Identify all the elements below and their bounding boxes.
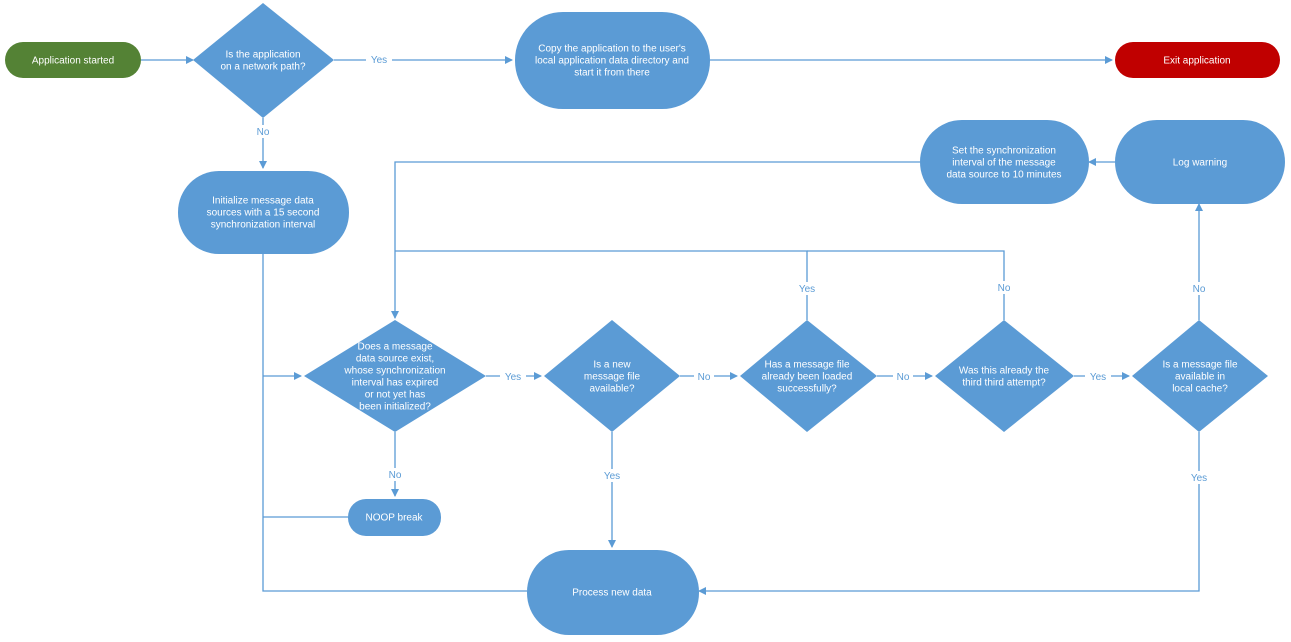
node-text-line: start it from there xyxy=(574,68,650,79)
svg-text:Copy the application to the us: Copy the application to the user'slocal … xyxy=(535,44,689,79)
label-cache-yes: Yes xyxy=(1191,473,1207,484)
node-text-line: Is the application xyxy=(225,50,300,61)
node-text-line: Is a message file xyxy=(1162,360,1237,371)
svg-text:NOOP break: NOOP break xyxy=(365,513,423,524)
label-newfile-no: No xyxy=(698,372,711,383)
node-log-warning: Log warning xyxy=(1115,120,1285,204)
node-text-line: successfully? xyxy=(777,384,837,395)
node-text-line: available? xyxy=(589,384,634,395)
edge-init-to-process xyxy=(262,254,527,592)
node-text-line: or not yet has xyxy=(365,390,426,401)
label-network-no: No xyxy=(257,127,270,138)
node-text-line: local cache? xyxy=(1172,384,1228,395)
label-loaded-yes: Yes xyxy=(799,284,815,295)
label-source-yes: Yes xyxy=(505,372,521,383)
svg-text:Log warning: Log warning xyxy=(1173,158,1227,169)
node-text-line: Process new data xyxy=(572,588,652,599)
node-application-started: Application started xyxy=(5,42,141,78)
edge-labels: Yes No Yes No Yes No No Yes Yes No No Ye… xyxy=(253,53,1212,484)
node-text-line: Set the synchronization xyxy=(952,146,1056,157)
node-text-line: Initialize message data xyxy=(212,196,314,207)
node-text-line: Application started xyxy=(32,56,114,67)
node-process-new-data: Process new data xyxy=(527,550,699,635)
label-third-no: No xyxy=(998,283,1011,294)
node-text-line: data source to 10 minutes xyxy=(946,170,1061,181)
edge-third-no-loop xyxy=(807,250,1005,320)
label-source-no: No xyxy=(389,470,402,481)
node-text-line: whose synchronization xyxy=(343,366,445,377)
node-text-line: interval of the message xyxy=(952,158,1056,169)
node-exit-application: Exit application xyxy=(1115,42,1280,78)
node-text-line: synchronization interval xyxy=(211,220,316,231)
node-text-line: on a network path? xyxy=(220,62,305,73)
node-text-line: Log warning xyxy=(1173,158,1227,169)
edge-interval-to-source xyxy=(391,161,920,319)
node-text-line: Does a message xyxy=(357,342,432,353)
label-cache-no: No xyxy=(1193,284,1206,295)
node-text-line: Copy the application to the user's xyxy=(538,44,686,55)
node-text-line: interval has expired xyxy=(352,378,439,389)
node-text-line: Was this already the xyxy=(959,366,1050,377)
svg-text:Exit application: Exit application xyxy=(1163,56,1230,67)
label-loaded-no: No xyxy=(897,372,910,383)
node-text-line: third third attempt? xyxy=(962,378,1046,389)
label-newfile-yes: Yes xyxy=(604,471,620,482)
node-text-line: Exit application xyxy=(1163,56,1230,67)
node-noop-break: NOOP break xyxy=(348,499,441,536)
node-text-line: already been loaded xyxy=(762,372,853,383)
node-text-line: message file xyxy=(584,372,641,383)
node-text-line: data source exist, xyxy=(356,354,434,365)
svg-text:Process new data: Process new data xyxy=(572,588,652,599)
label-network-yes: Yes xyxy=(371,55,387,66)
node-text-line: Is a new xyxy=(593,360,631,371)
node-text-line: Has a message file xyxy=(764,360,849,371)
node-text-line: NOOP break xyxy=(365,513,423,524)
svg-text:Application started: Application started xyxy=(32,56,114,67)
edge-cache-yes-to-process xyxy=(698,432,1200,595)
node-text-line: local application data directory and xyxy=(535,56,689,67)
node-text-line: sources with a 15 second xyxy=(207,208,320,219)
edge-loaded-yes-loop xyxy=(395,250,808,320)
label-third-yes: Yes xyxy=(1090,372,1106,383)
node-text-line: been initialized? xyxy=(359,402,431,413)
node-text-line: available in xyxy=(1175,372,1225,383)
